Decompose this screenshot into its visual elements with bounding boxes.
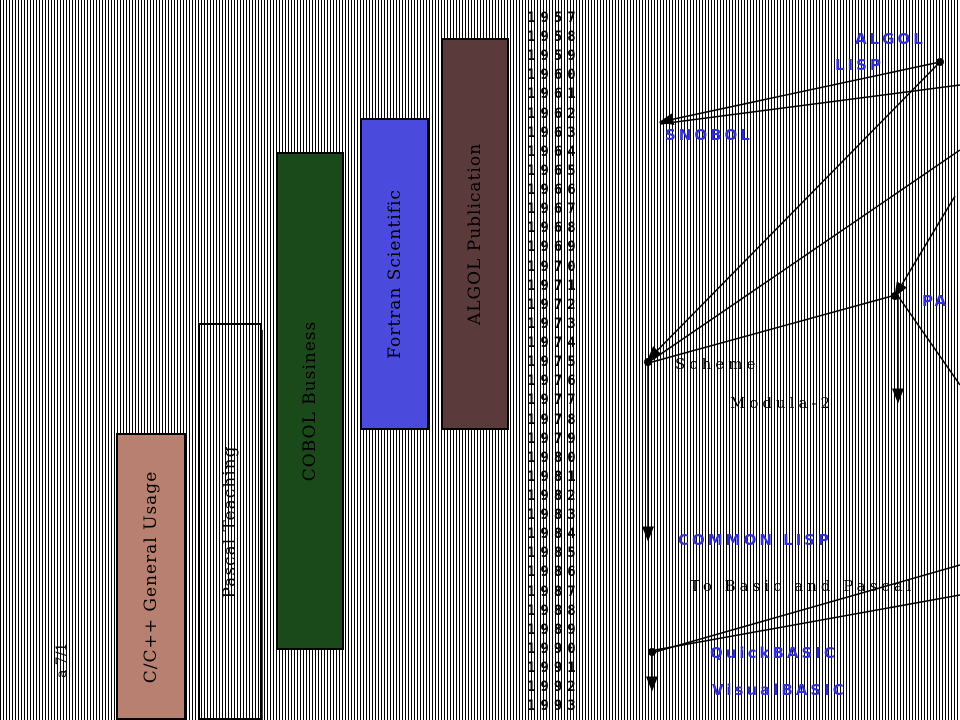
lang-visualbasic: VisualBASIC xyxy=(712,681,847,699)
year-label: 1967 xyxy=(527,201,581,218)
year-label: 1973 xyxy=(527,315,581,332)
c-bar: C/C++ General Usage xyxy=(116,433,186,720)
year-label: 1993 xyxy=(527,698,581,715)
lang-common-lisp: COMMON LISP xyxy=(678,531,833,549)
year-label: 1988 xyxy=(527,602,581,619)
year-label: 1965 xyxy=(527,162,581,179)
year-label: 1989 xyxy=(527,621,581,638)
lang-pascal: PA xyxy=(922,292,950,310)
year-label: 1968 xyxy=(527,220,581,237)
year-label: 1975 xyxy=(527,354,581,371)
year-label: 1958 xyxy=(527,29,581,46)
year-label: 1961 xyxy=(527,86,581,103)
lang-snobol: SNOBOL xyxy=(665,126,753,144)
year-label: 1977 xyxy=(527,392,581,409)
year-label: 1986 xyxy=(527,564,581,581)
year-label: 1981 xyxy=(527,468,581,485)
cobol-bar: COBOL Business xyxy=(276,152,344,650)
lang-lisp: LISP xyxy=(835,56,884,74)
year-label: 1957 xyxy=(527,10,581,26)
year-label: 1979 xyxy=(527,430,581,447)
year-label: 1963 xyxy=(527,124,581,141)
year-label: 1990 xyxy=(527,640,581,657)
year-label: 1987 xyxy=(527,583,581,600)
year-label: 1962 xyxy=(527,105,581,122)
lang-scheme: Scheme xyxy=(675,355,760,373)
year-label: 1972 xyxy=(527,296,581,313)
year-label: 1960 xyxy=(527,67,581,84)
year-label: 1984 xyxy=(527,526,581,543)
pascal-bar: Pascal Teaching xyxy=(198,323,262,720)
lang-algol: ALGOL xyxy=(855,30,926,48)
year-label: 1971 xyxy=(527,277,581,294)
year-label: 1982 xyxy=(527,488,581,504)
fortran-bar: Fortran Scientific xyxy=(360,118,429,430)
lang-quickbasic: QuickBASIC xyxy=(710,644,838,662)
year-label: 1959 xyxy=(527,48,581,65)
year-label: 1964 xyxy=(527,143,581,160)
year-label: 1983 xyxy=(527,507,581,524)
year-label: 1969 xyxy=(527,239,581,256)
basic-pascal-note: To Basic and Pascal xyxy=(690,577,916,595)
year-label: 1978 xyxy=(527,411,581,428)
year-label: 1966 xyxy=(527,182,581,199)
year-label: 1980 xyxy=(527,449,581,466)
year-label: 1985 xyxy=(527,545,581,562)
algol-bar: ALGOL Publication xyxy=(441,38,509,430)
lang-modula: Modula-2 xyxy=(730,394,835,412)
edge-text: a 7/1 xyxy=(54,642,70,678)
year-label: 1974 xyxy=(527,335,581,352)
year-label: 1992 xyxy=(527,679,581,696)
year-label: 1970 xyxy=(527,258,581,275)
year-label: 1991 xyxy=(527,660,581,677)
year-label: 1976 xyxy=(527,373,581,390)
